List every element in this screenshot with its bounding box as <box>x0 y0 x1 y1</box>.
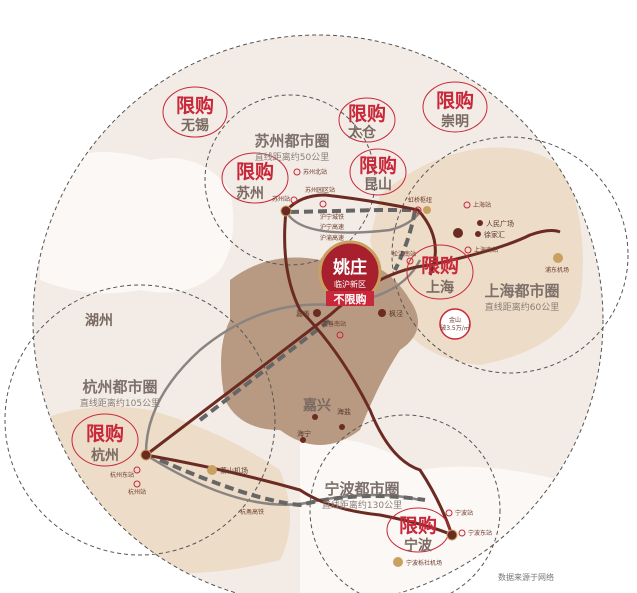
hsr-dashed <box>159 458 426 508</box>
svg-text:无锡: 无锡 <box>180 117 209 134</box>
suzhou-metro-circle <box>204 94 376 266</box>
svg-text:苏州北站: 苏州北站 <box>303 168 327 176</box>
shanghai-region <box>370 147 583 365</box>
highway-grey <box>284 210 421 234</box>
hsr-dashed <box>289 208 418 271</box>
svg-text:苏州园区站: 苏州园区站 <box>305 186 335 194</box>
svg-text:限购: 限购 <box>86 422 124 445</box>
svg-text:沪渝高速: 沪渝高速 <box>320 234 344 242</box>
outer-range-circle <box>32 34 604 593</box>
svg-text:海宁: 海宁 <box>297 429 311 438</box>
svg-text:限购: 限购 <box>399 514 437 537</box>
svg-text:宁波栎社机场: 宁波栎社机场 <box>406 559 442 567</box>
svg-text:苏州站: 苏州站 <box>272 195 290 203</box>
svg-text:杭州站: 杭州站 <box>128 488 146 496</box>
airport-icon <box>207 465 217 475</box>
hub-hangzhou <box>140 449 152 461</box>
svg-text:嘉善: 嘉善 <box>296 309 310 318</box>
svg-text:宁波东站: 宁波东站 <box>468 529 492 537</box>
svg-text:限购: 限购 <box>359 154 397 177</box>
svg-text:虹桥枢纽: 虹桥枢纽 <box>408 196 432 204</box>
svg-text:宁波: 宁波 <box>404 537 433 554</box>
svg-text:上海: 上海 <box>426 279 454 296</box>
svg-text:沪宁城铁: 沪宁城铁 <box>320 213 344 221</box>
svg-text:湖州: 湖州 <box>85 313 113 329</box>
place-labels: 湖州 嘉兴 海盐 海宁 嘉善 枫泾 人民广场 徐家汇 <box>85 219 514 443</box>
shanghai-metro-circle <box>391 136 629 374</box>
svg-text:限购: 限购 <box>436 89 474 112</box>
svg-text:直线距离约130公里: 直线距离约130公里 <box>322 499 402 511</box>
route-labels: 沪宁城铁 沪宁高速 沪渝高速 杭甬高铁 <box>240 213 344 516</box>
rail-main <box>283 210 454 536</box>
svg-text:萧山机场: 萧山机场 <box>220 466 248 475</box>
svg-text:上海站: 上海站 <box>473 201 491 209</box>
price-tag-jinshan: 金山 破3.5万/㎡ <box>439 308 471 340</box>
lake-taihu <box>40 152 234 294</box>
svg-text:限购: 限购 <box>421 254 459 277</box>
svg-text:太仓: 太仓 <box>348 124 377 141</box>
svg-text:限购: 限购 <box>348 102 386 125</box>
svg-text:徐家汇: 徐家汇 <box>484 230 505 239</box>
stations: 苏州北站 苏州园区站 苏州站 虹桥枢纽 上海站 上海南站 松江南站 嘉善南站 杭… <box>110 168 498 541</box>
svg-text:杭州都市圈: 杭州都市圈 <box>82 378 157 396</box>
metro-labels: 苏州都市圈 直线距离约50公里 上海都市圈 直线距离约60公里 杭州都市圈 直线… <box>80 132 560 511</box>
center-name: 姚庄 <box>332 257 367 278</box>
highway-grey <box>144 259 422 456</box>
svg-text:海盐: 海盐 <box>337 407 351 416</box>
svg-text:金山: 金山 <box>449 316 461 324</box>
ningbo-metro-circle <box>309 414 501 593</box>
svg-text:宁波都市圈: 宁波都市圈 <box>324 480 399 498</box>
airport-icon <box>423 206 431 214</box>
svg-text:限购: 限购 <box>236 160 274 183</box>
svg-text:苏州: 苏州 <box>236 185 264 202</box>
svg-text:直线距离约50公里: 直线距离约50公里 <box>255 151 329 163</box>
svg-text:杭州东站: 杭州东站 <box>110 471 134 479</box>
airport-icon <box>393 557 403 567</box>
svg-text:松江南站: 松江南站 <box>392 250 416 258</box>
svg-text:直线距离约105公里: 直线距离约105公里 <box>80 397 160 409</box>
svg-text:沪宁高速: 沪宁高速 <box>320 223 344 231</box>
rail-main <box>284 193 437 276</box>
hub-suzhou <box>280 205 292 217</box>
svg-text:杭州: 杭州 <box>91 447 119 464</box>
svg-text:上海南站: 上海南站 <box>474 246 498 254</box>
svg-text:崇明: 崇明 <box>441 113 469 130</box>
hangzhou-metro-circle <box>4 284 276 556</box>
center-yaozhuang: 姚庄 临沪新区 不限购 <box>318 240 382 306</box>
svg-text:宁波站: 宁波站 <box>455 509 473 517</box>
airport-icon <box>553 253 563 263</box>
hub-ningbo <box>446 529 458 541</box>
svg-text:上海都市圈: 上海都市圈 <box>484 282 559 300</box>
center-badge: 不限购 <box>334 292 367 306</box>
svg-text:人民广场: 人民广场 <box>486 219 514 228</box>
svg-text:限购: 限购 <box>176 94 214 117</box>
svg-text:苏州都市圈: 苏州都市圈 <box>254 132 329 150</box>
svg-text:嘉兴: 嘉兴 <box>302 397 331 414</box>
svg-text:浦东机场: 浦东机场 <box>545 266 569 274</box>
center-subtitle: 临沪新区 <box>334 279 366 289</box>
svg-text:枫泾: 枫泾 <box>389 309 403 318</box>
svg-text:昆山: 昆山 <box>364 177 392 193</box>
svg-text:破3.5万/㎡: 破3.5万/㎡ <box>440 324 470 332</box>
source-note: 数据来源于网络 <box>498 572 554 582</box>
svg-text:杭甬高铁: 杭甬高铁 <box>240 508 264 516</box>
svg-text:嘉善南站: 嘉善南站 <box>322 320 346 328</box>
svg-text:直线距离约60公里: 直线距离约60公里 <box>485 301 559 313</box>
airports: 浦东机场 萧山机场 宁波栎社机场 <box>207 206 569 567</box>
